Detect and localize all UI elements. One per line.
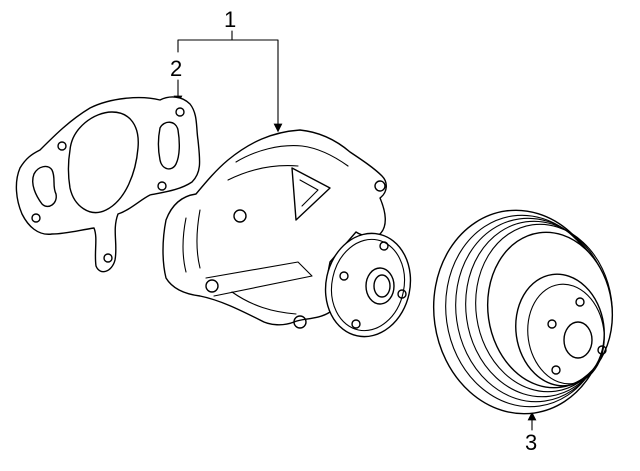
gasket: [15, 96, 201, 273]
callout-3-label: 3: [525, 430, 537, 455]
callout-1-label: 1: [224, 7, 236, 32]
callout-1[interactable]: 1: [177, 7, 283, 133]
callout-2-label: 2: [170, 56, 182, 81]
water-pump-hub-flange: [324, 232, 412, 338]
pulley: [432, 209, 614, 415]
callout-2[interactable]: 2: [170, 56, 183, 105]
callout-3[interactable]: 3: [525, 411, 537, 455]
water-pump-housing: [162, 129, 387, 329]
